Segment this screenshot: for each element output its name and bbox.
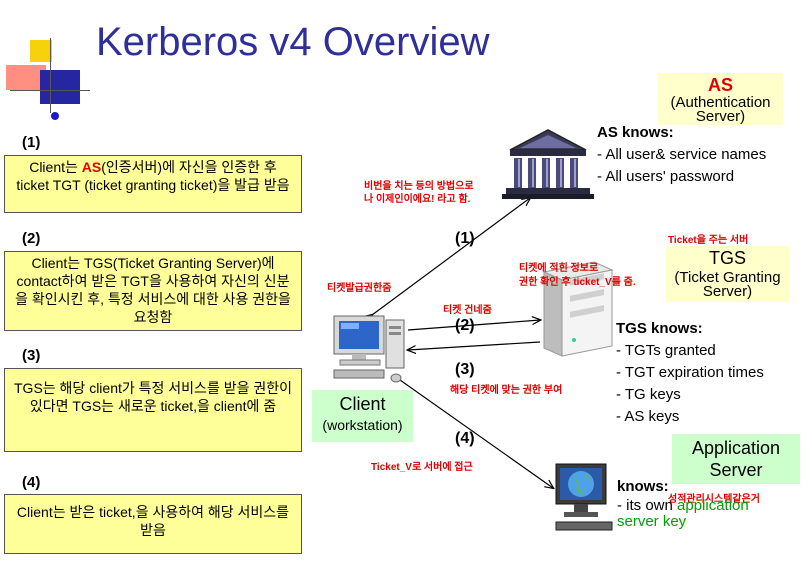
app-knows-title: knows:: [617, 478, 669, 495]
step-1-box: Client는 AS(인증서버)에 자신을 인증한 후 ticket TGT (…: [4, 155, 302, 213]
step-3-box: TGS는 해당 client가 특정 서비스를 받을 권한이 있다면 TGS는 …: [4, 368, 302, 452]
tgs-fullname-1: (Ticket Granting: [674, 269, 781, 286]
arrow-label-3: (3): [455, 361, 475, 378]
as-name: AS: [707, 75, 733, 95]
list-item: - its own application: [617, 497, 749, 514]
step-2-box: Client는 TGS(Ticket Granting Server)에 con…: [4, 251, 302, 331]
arrow-label-1: (1): [455, 230, 475, 247]
ticket-issue-note: 티켓발급권한줌: [327, 283, 392, 294]
tgs-server-note: Ticket을 주는 서버: [668, 235, 749, 246]
app-server-label-box: Application Server: [672, 434, 800, 484]
as-label-box: AS (Authentication Server): [658, 73, 783, 125]
client-line2: (workstation): [322, 417, 403, 433]
workstation-icon: [333, 315, 405, 383]
list-item: - All user& service names: [597, 146, 767, 163]
as-note-line2: 나 이제인이에요! 라고 함.: [364, 194, 471, 205]
app-server-line2: Server: [709, 460, 763, 480]
tgs-label-box: TGS (Ticket Granting Server): [666, 246, 789, 302]
client-line1: Client: [339, 394, 386, 414]
list-item: - TGTs granted: [616, 342, 716, 359]
tgs-check-line1: 티켓에 적힌 정보로: [519, 263, 599, 274]
tgs-name: TGS: [708, 248, 746, 268]
as-highlight: AS: [81, 159, 102, 175]
list-item: - All users' password: [597, 168, 735, 185]
as-fullname-1: (Authentication: [670, 94, 771, 111]
arrow-label-2: (2): [455, 317, 475, 334]
tgs-fullname-2: Server): [702, 283, 753, 300]
arrow-4: [399, 379, 553, 488]
access-server-note: Ticket_V로 서버에 접근: [371, 462, 473, 473]
app-server-note: 성적관리시스템같은거: [668, 494, 760, 505]
page-title: Kerberos v4 Overview: [96, 20, 490, 64]
monitor-globe-icon: [555, 463, 613, 531]
app-server-line1: Application: [691, 438, 781, 458]
arrow-label-4: (4): [455, 430, 475, 447]
as-knows-list: - All user& service names - All users' p…: [597, 144, 766, 188]
grant-right-note: 해당 티켓에 맞는 권한 부여: [450, 385, 563, 396]
ticket-hand-note: 티켓 건네줌: [443, 305, 492, 316]
server-tower-icon: [542, 261, 614, 357]
tgs-knows-title: TGS knows:: [616, 320, 703, 337]
bank-building-icon: [502, 129, 594, 199]
tgs-knows-list: - TGTs granted - TGT expiration times - …: [616, 340, 764, 428]
step-1-number: (1): [22, 134, 41, 151]
arrow-1: [372, 198, 530, 315]
step-3-number: (3): [22, 347, 41, 364]
as-fullname-2: Server): [695, 108, 746, 125]
as-note-line1: 비번을 치는 등의 방법으로: [364, 181, 474, 192]
list-item: - AS keys: [616, 408, 680, 425]
as-knows-title: AS knows:: [597, 124, 674, 141]
client-label-box: Client (workstation): [312, 390, 413, 442]
logo-decoration: [0, 0, 90, 125]
tgs-check-line2: 권한 확인 후 ticket_V를 줌.: [519, 277, 636, 288]
list-item: server key: [617, 513, 687, 530]
arrow-3: [408, 341, 541, 350]
list-item: - TG keys: [616, 386, 681, 403]
step-2-number: (2): [22, 230, 41, 247]
app-knows-list: - its own application server key: [617, 498, 749, 530]
list-item: - TGT expiration times: [616, 364, 764, 381]
step-4-box: Client는 받은 ticket,을 사용하여 해당 서비스를 받음: [4, 494, 302, 554]
step-4-number: (4): [22, 474, 41, 491]
arrow-2: [407, 320, 540, 331]
